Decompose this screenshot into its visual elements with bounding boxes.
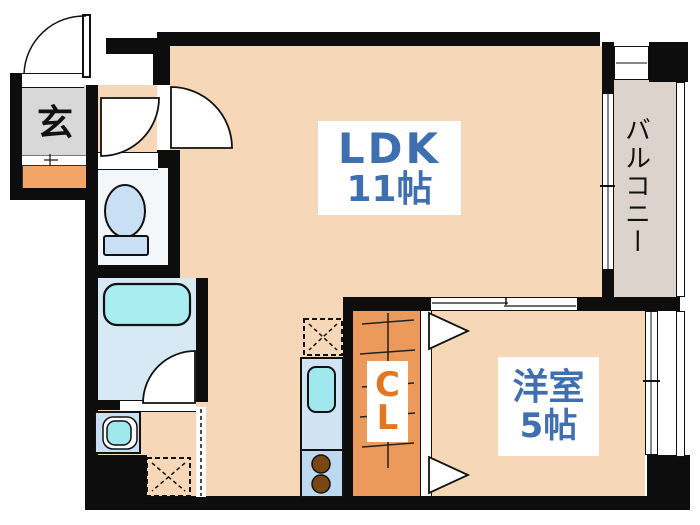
- wall-ldk-right-bottom: [602, 268, 614, 311]
- wall-top-porch: [106, 38, 158, 54]
- balcony-rail: [676, 82, 685, 297]
- ldk-size: 11帖: [346, 169, 433, 211]
- wall-left-mid: [85, 188, 98, 456]
- closet-door-strip: [420, 311, 432, 497]
- western-room-label: 洋室 5帖: [498, 357, 599, 456]
- washing-machine-space: [146, 457, 191, 497]
- closet-folding-door-top: [428, 311, 471, 351]
- bathtub: [102, 282, 192, 327]
- wall-toilet-right: [168, 160, 180, 278]
- wall-left-upper: [10, 73, 22, 192]
- washbasin: [94, 411, 141, 454]
- kitchen-sink: [307, 366, 336, 413]
- wall-toilet-bath-divider: [85, 265, 180, 278]
- outer-edge-line: [676, 311, 685, 457]
- toilet-door-arc: [100, 97, 160, 157]
- entrance-doorway: [22, 73, 84, 88]
- entrance-floor: [22, 85, 88, 155]
- entrance-door-arc: [23, 15, 87, 75]
- wall-top-main: [157, 32, 600, 46]
- stove-burner-1: [311, 454, 331, 474]
- ldk-name: LDK: [337, 124, 442, 174]
- wall-bottom: [147, 496, 690, 510]
- entrance-door-leaf: [82, 14, 91, 78]
- western-room-size: 5帖: [519, 405, 578, 446]
- wall-porch-vertical: [153, 38, 170, 85]
- toilet-doorway: [98, 152, 158, 170]
- wall-ldk-right-top: [602, 42, 614, 95]
- closet-letter-2: L: [376, 397, 399, 438]
- closet-folding-door-bottom: [428, 455, 471, 495]
- wall-balcony-bottom: [613, 297, 680, 311]
- balcony-floor: [614, 46, 676, 297]
- toilet-fixture: [103, 184, 149, 256]
- wall-bottom-left-block: [85, 455, 147, 510]
- ldk-door-arc: [170, 86, 233, 149]
- balcony-label-text: バルコニー: [620, 115, 651, 256]
- entrance-label-text: 玄: [36, 103, 73, 144]
- ldk-doorway: [157, 85, 170, 150]
- wall-bath-bottom-stub: [85, 400, 120, 410]
- wall-closet-left: [343, 297, 353, 497]
- closet-label: C L: [367, 361, 408, 442]
- wall-balcony-top-block: [649, 42, 688, 82]
- ldk-bedroom-sliding-door: [430, 297, 578, 311]
- wall-bath-right: [196, 278, 208, 402]
- balcony-label: バルコニー: [616, 88, 656, 283]
- stove-burner-2: [311, 474, 331, 494]
- ldk-label: LDK 11帖: [318, 121, 461, 215]
- western-room-name: 洋室: [512, 367, 585, 408]
- wall-bottom-right-block: [647, 455, 690, 510]
- wall-entrance-right: [86, 85, 98, 200]
- closet-letter-1: C: [375, 365, 400, 406]
- bathroom-door-arc: [142, 350, 196, 404]
- entrance-step-tick: [44, 154, 58, 166]
- entrance-label: 玄: [28, 92, 82, 148]
- wall-entrance-bottom: [10, 188, 86, 200]
- wall-ldk-bedroom-left: [343, 297, 430, 311]
- kitchen-counter: [300, 357, 344, 498]
- refrigerator-space: [303, 318, 343, 356]
